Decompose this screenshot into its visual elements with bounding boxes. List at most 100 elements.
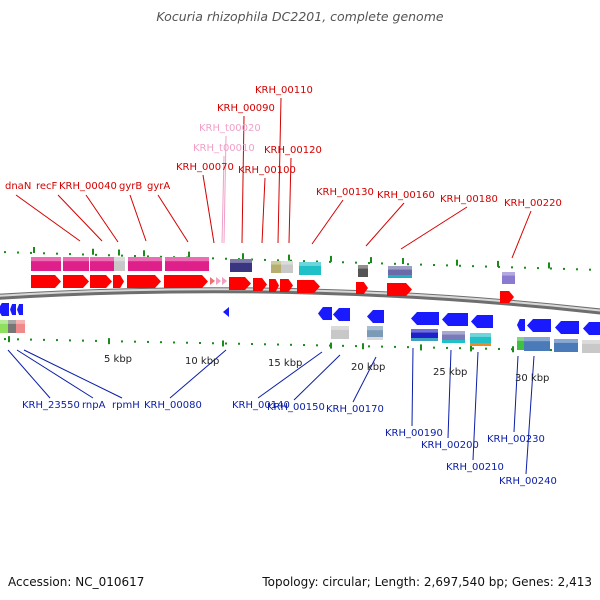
ring-tick bbox=[288, 254, 290, 261]
ring-dot bbox=[316, 260, 318, 263]
KRH_23550-box bbox=[0, 320, 8, 333]
page-title: Kocuria rhizophila DC2201, complete geno… bbox=[156, 9, 444, 24]
ring-dot bbox=[173, 341, 175, 344]
ring-dot bbox=[30, 338, 32, 341]
leader-KRH_00240 bbox=[525, 355, 535, 475]
ring-dot bbox=[121, 340, 123, 343]
ring-dot bbox=[43, 338, 45, 341]
ring-tick bbox=[497, 260, 499, 267]
KRH_00040-box2-shine bbox=[114, 257, 125, 262]
ring-dot bbox=[433, 346, 435, 349]
ring-dot bbox=[368, 262, 370, 265]
KRH_00180-box-shine bbox=[388, 266, 412, 270]
ring-tick bbox=[33, 246, 35, 253]
ring-dot bbox=[147, 255, 149, 258]
ring-dot bbox=[550, 349, 552, 351]
label-KRH_00210: KRH_00210 bbox=[446, 462, 504, 473]
label-recF: recF bbox=[36, 181, 58, 192]
KRH_00140-arrow bbox=[318, 307, 332, 320]
KRH_00100-arrow bbox=[253, 278, 267, 291]
ring-tick bbox=[222, 340, 224, 347]
label-KRH_00160: KRH_00160 bbox=[377, 190, 435, 201]
KRH_23550-box-shine bbox=[0, 320, 8, 324]
ring-dot bbox=[303, 260, 305, 263]
KRH_00080-arrow bbox=[223, 307, 229, 317]
gyrB-arrow bbox=[127, 275, 161, 288]
ring-dot bbox=[225, 257, 227, 260]
ring-dot bbox=[381, 345, 383, 348]
KRH_00040-arrow2 bbox=[113, 275, 124, 288]
leader-KRH_00200 bbox=[447, 349, 452, 439]
ring-dot bbox=[69, 253, 71, 256]
leader-KRH_t00020 bbox=[223, 135, 227, 244]
ring-dot bbox=[446, 346, 448, 349]
label-KRH_00180: KRH_00180 bbox=[440, 194, 498, 205]
label-KRH_00170: KRH_00170 bbox=[326, 404, 384, 415]
leader-KRH_00070 bbox=[202, 174, 215, 244]
ring-dot bbox=[485, 347, 487, 350]
KRH_00240-arrow bbox=[555, 321, 579, 334]
label-KRH_00240: KRH_00240 bbox=[499, 476, 557, 487]
ring-dot bbox=[199, 341, 201, 344]
genome-summary-text: Topology: circular; Length: 2,697,540 bp… bbox=[262, 575, 592, 589]
ring-dot bbox=[212, 257, 214, 260]
ring-dot bbox=[238, 342, 240, 345]
ring-dot bbox=[407, 346, 409, 349]
dnaN-box bbox=[31, 257, 61, 271]
KRH_00210-box bbox=[470, 333, 491, 346]
ring-dot bbox=[134, 255, 136, 258]
ring-dot bbox=[472, 265, 474, 268]
label-KRH_00100: KRH_00100 bbox=[238, 165, 296, 176]
recF-arrow bbox=[63, 275, 89, 288]
label-KRH_00220: KRH_00220 bbox=[504, 198, 562, 209]
ring-dot bbox=[134, 340, 136, 343]
scale-label-30kbp: 30 kbp bbox=[515, 373, 549, 384]
ring-tick bbox=[362, 343, 364, 350]
KRH_00070-arrow bbox=[210, 277, 215, 285]
ring-dot bbox=[108, 254, 110, 257]
leader-rnpA bbox=[16, 349, 94, 399]
ring-dot bbox=[498, 265, 500, 268]
ring-dot bbox=[368, 345, 370, 348]
leader-KRH_00230 bbox=[513, 355, 519, 433]
rnpA-box bbox=[8, 320, 16, 333]
ring-tick bbox=[402, 258, 404, 265]
label-KRH_t00020: KRH_t00020 bbox=[199, 123, 261, 134]
leader-KRH_00080 bbox=[169, 349, 227, 399]
dnaN-box-shine bbox=[31, 257, 61, 262]
KRH_00190-box-shine bbox=[411, 329, 438, 333]
label-dnaN: dnaN bbox=[5, 181, 31, 192]
KRH_00040-box bbox=[90, 257, 114, 271]
KRH_00230-box bbox=[517, 337, 524, 350]
ring-tick bbox=[108, 338, 110, 345]
gyrA-box-shine bbox=[165, 257, 209, 262]
KRH_00160-box-shine bbox=[358, 265, 368, 269]
ring-dot bbox=[407, 263, 409, 266]
KRH_00170-box-stripe bbox=[367, 337, 383, 340]
leader-KRH_00220 bbox=[511, 210, 532, 259]
KRH_00200-box-shine bbox=[442, 331, 465, 335]
KRH_00230-box2-shine bbox=[524, 337, 550, 342]
KRH_00110-box-shine bbox=[281, 261, 293, 265]
ring-dot bbox=[524, 266, 526, 269]
KRH_00090-arrow bbox=[229, 277, 251, 290]
ring-dot bbox=[43, 252, 45, 255]
label-gyrA: gyrA bbox=[147, 181, 170, 192]
ring-dot bbox=[472, 347, 474, 350]
label-KRH_00230: KRH_00230 bbox=[487, 434, 545, 445]
ring-dot bbox=[394, 262, 396, 265]
KRH_00220-box bbox=[502, 272, 515, 284]
KRH_23550-arrow bbox=[0, 303, 9, 316]
rpmH-box-shine bbox=[16, 320, 25, 324]
ring-dot bbox=[381, 262, 383, 265]
leader-KRH_00090 bbox=[241, 115, 245, 244]
scale-label-15kbp: 15 kbp bbox=[268, 358, 302, 369]
ring-dot bbox=[4, 251, 6, 254]
label-KRH_23550: KRH_23550 bbox=[22, 400, 80, 411]
scale-label-20kbp: 20 kbp bbox=[351, 362, 385, 373]
KRH_00130-box bbox=[299, 262, 321, 275]
ring-tick bbox=[456, 259, 458, 266]
leader-KRH_00130 bbox=[311, 199, 344, 245]
ring-tick bbox=[330, 342, 332, 349]
KRH_00190-box-stripe bbox=[411, 338, 438, 341]
